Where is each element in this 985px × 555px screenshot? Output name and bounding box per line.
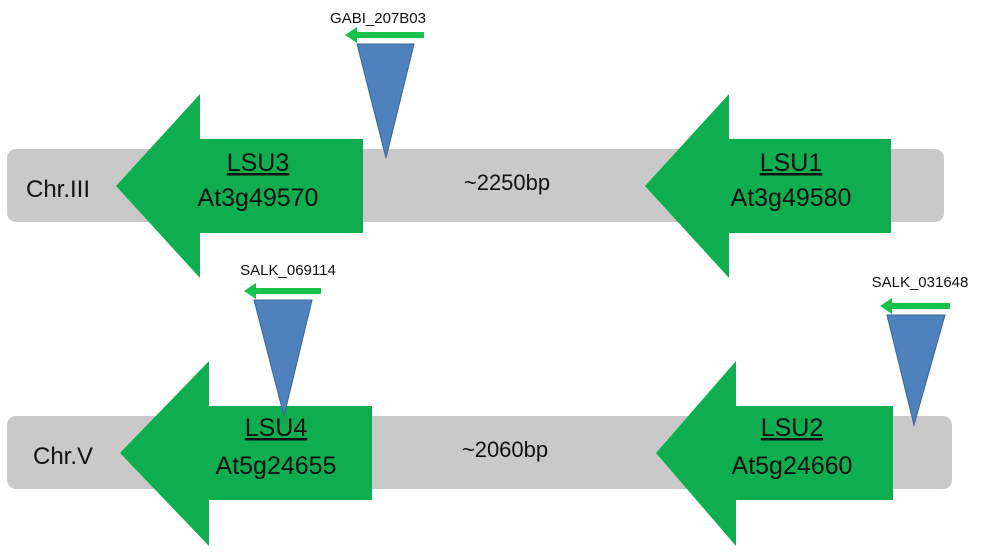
insertion-triangle-icon: [253, 299, 313, 417]
primer-arrow-icon: [880, 298, 950, 314]
insertion-triangle-icon: [356, 43, 415, 159]
gene-id-lsu4: At5g24655: [216, 452, 337, 480]
chromosome-v-label: Chr.V: [33, 443, 93, 470]
gene-name-lsu1: LSU1: [760, 149, 823, 177]
gene-arrow-lsu3: [116, 94, 363, 278]
chromosome-iii-track: Chr.III LSU3 At3g49570 LSU1 At3g49580 ~2…: [7, 10, 944, 278]
chromosome-iii-label: Chr.III: [26, 176, 90, 203]
gene-id-lsu3: At3g49570: [198, 184, 319, 212]
gene-id-lsu2: At5g24660: [732, 452, 853, 480]
primer-arrow-icon: [244, 283, 321, 299]
gene-name-lsu2: LSU2: [761, 414, 824, 442]
gene-name-lsu4: LSU4: [245, 414, 308, 442]
gene-name-lsu3: LSU3: [227, 149, 290, 177]
insertion-gabi-207b03: GABI_207B03: [330, 10, 426, 159]
insertion-salk-031648: SALK_031648: [872, 274, 969, 427]
gene-arrow-lsu4: [120, 361, 372, 546]
insertion-salk-069114: SALK_069114: [240, 262, 336, 417]
insertion-label-salk-069114: SALK_069114: [240, 262, 336, 279]
intergenic-distance-chr-v: ~2060bp: [462, 437, 548, 462]
primer-arrow-icon: [345, 27, 424, 43]
intergenic-distance-chr-iii: ~2250bp: [464, 170, 550, 195]
chromosome-v-track: Chr.V LSU4 At5g24655 LSU2 At5g24660 ~206…: [7, 262, 968, 546]
gene-arrow-lsu1: [645, 94, 891, 278]
gene-id-lsu1: At3g49580: [731, 184, 852, 212]
gene-arrow-lsu2: [656, 361, 893, 546]
insertion-triangle-icon: [886, 314, 946, 427]
insertion-label-gabi-207b03: GABI_207B03: [330, 10, 426, 27]
insertion-label-salk-031648: SALK_031648: [872, 274, 969, 291]
